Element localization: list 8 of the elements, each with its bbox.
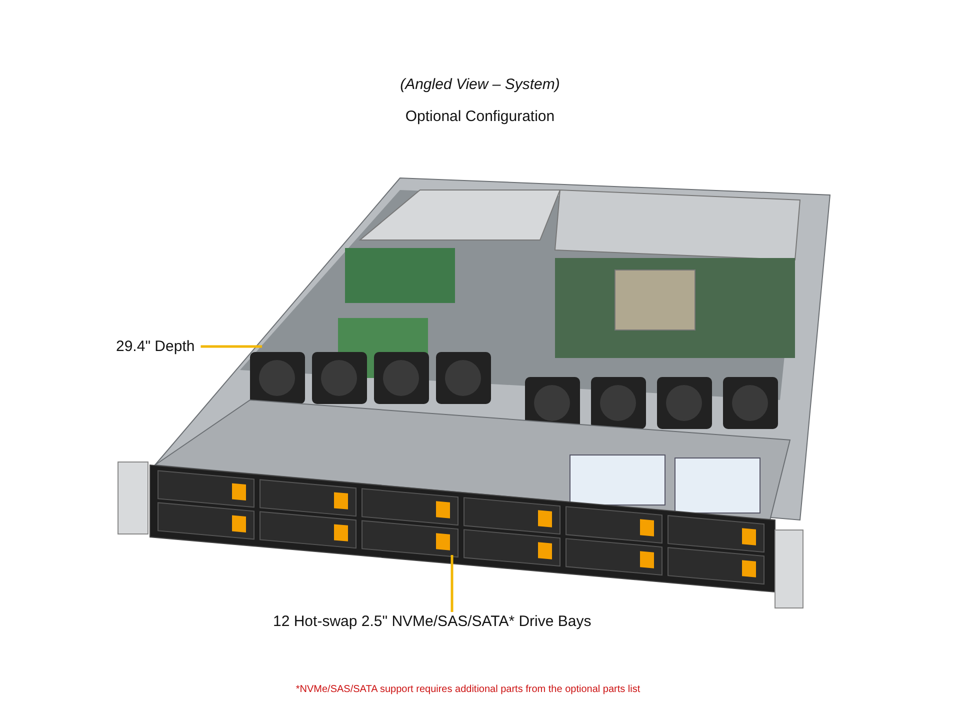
callout-label: 12 Hot-swap 2.5" NVMe/SAS/SATA* Drive Bays bbox=[273, 613, 592, 630]
configuration-note: Optional Configuration bbox=[404, 108, 556, 125]
leader-line bbox=[200, 345, 262, 348]
server-drawing bbox=[118, 178, 831, 608]
view-title: (Angled View – System) bbox=[399, 76, 561, 93]
callout-label: 29.4" Depth bbox=[116, 338, 195, 355]
leader-line bbox=[450, 555, 454, 612]
footnote: *NVMe/SAS/SATA support requires additional parts from the optional parts list bbox=[294, 684, 642, 695]
